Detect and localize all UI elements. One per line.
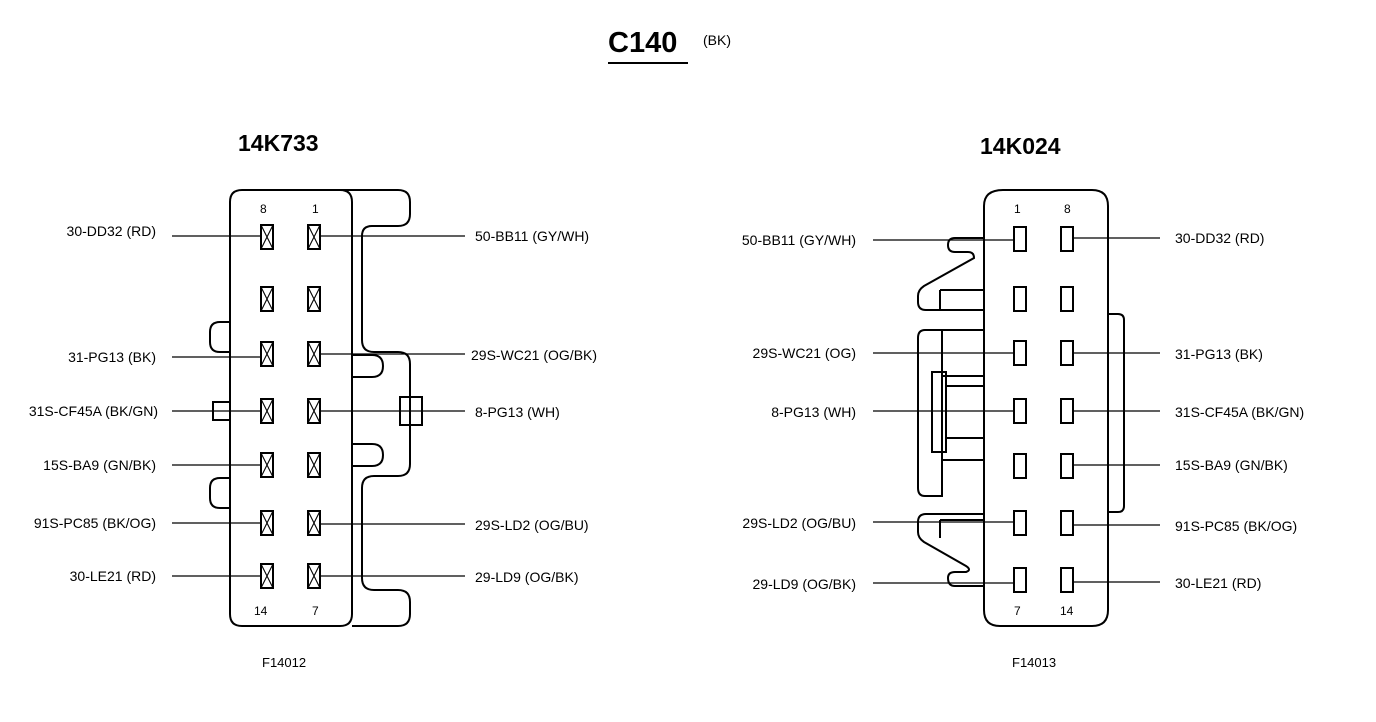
wire-label: 8-PG13 (WH) [771, 404, 856, 420]
figure-code: F14012 [262, 655, 306, 670]
wire-label: 91S-PC85 (BK/OG) [1175, 518, 1297, 534]
connector-name: 14K733 [238, 130, 319, 156]
wire-label: 31S-CF45A (BK/GN) [29, 403, 158, 419]
wire-label: 15S-BA9 (GN/BK) [1175, 457, 1288, 473]
wire-label: 29S-LD2 (OG/BU) [742, 515, 856, 531]
diagram-title: C140 [608, 27, 677, 59]
pin-label-bottom-right: 14 [1060, 604, 1074, 618]
wire-label: 91S-PC85 (BK/OG) [34, 515, 156, 531]
connector-left-bump [209, 321, 230, 509]
pin-label-top-left: 8 [260, 202, 267, 216]
connector-latch-inner [939, 289, 984, 310]
wire-label: 29S-WC21 (OG/BK) [471, 347, 597, 363]
pin-label-bottom-right: 7 [312, 604, 319, 618]
connector-name: 14K024 [980, 133, 1061, 159]
pin-cavities-right [307, 224, 321, 589]
wire-label: 50-BB11 (GY/WH) [742, 232, 856, 248]
connector-side-bar [1108, 313, 1125, 513]
figure-code: F14013 [1012, 655, 1056, 670]
wire-label: 30-LE21 (RD) [1175, 575, 1261, 591]
right-wires [1073, 237, 1160, 583]
wire-label: 29S-LD2 (OG/BU) [475, 517, 589, 533]
wire-label: 29S-WC21 (OG) [753, 345, 856, 361]
connector-housing [983, 189, 1109, 627]
wire-label: 29-LD9 (OG/BK) [753, 576, 856, 592]
wire-label: 50-BB11 (GY/WH) [475, 228, 589, 244]
pin-label-top-right: 8 [1064, 202, 1071, 216]
connector-housing [229, 189, 353, 627]
connector-latch [340, 189, 411, 627]
wire-label: 31-PG13 (BK) [68, 349, 156, 365]
connector-lock-arm [917, 329, 984, 497]
right-wires [320, 235, 465, 577]
wire-label: 8-PG13 (WH) [475, 404, 560, 420]
connector-lock-body [945, 385, 985, 439]
wire-label: 29-LD9 (OG/BK) [475, 569, 578, 585]
wire-label: 15S-BA9 (GN/BK) [43, 457, 156, 473]
pin-label-bottom-left: 7 [1014, 604, 1021, 618]
connector-latch-bottom [917, 513, 984, 587]
left-wires [172, 235, 262, 577]
connector-14k024: 14K024 1 8 7 14 [742, 133, 1304, 670]
pin-cavities-right [1060, 226, 1074, 593]
connector-lock-key [931, 371, 947, 453]
pin-label-top-right: 1 [312, 202, 319, 216]
title-color-code: (BK) [703, 32, 731, 48]
wire-label: 31S-CF45A (BK/GN) [1175, 404, 1304, 420]
pin-label-top-left: 1 [1014, 202, 1021, 216]
connector-14k733: 14K733 8 1 14 7 [29, 130, 597, 670]
connector-latch-top [917, 237, 984, 311]
pin-cavities-left [1013, 226, 1027, 593]
connector-latch-tab [352, 354, 385, 467]
left-wires [873, 239, 1014, 584]
pin-cavities-left [260, 224, 274, 589]
pin-label-bottom-left: 14 [254, 604, 268, 618]
wire-label: 30-DD32 (RD) [1175, 230, 1264, 246]
wire-label: 30-LE21 (RD) [70, 568, 156, 584]
wire-label: 31-PG13 (BK) [1175, 346, 1263, 362]
wire-label: 30-DD32 (RD) [67, 223, 156, 239]
